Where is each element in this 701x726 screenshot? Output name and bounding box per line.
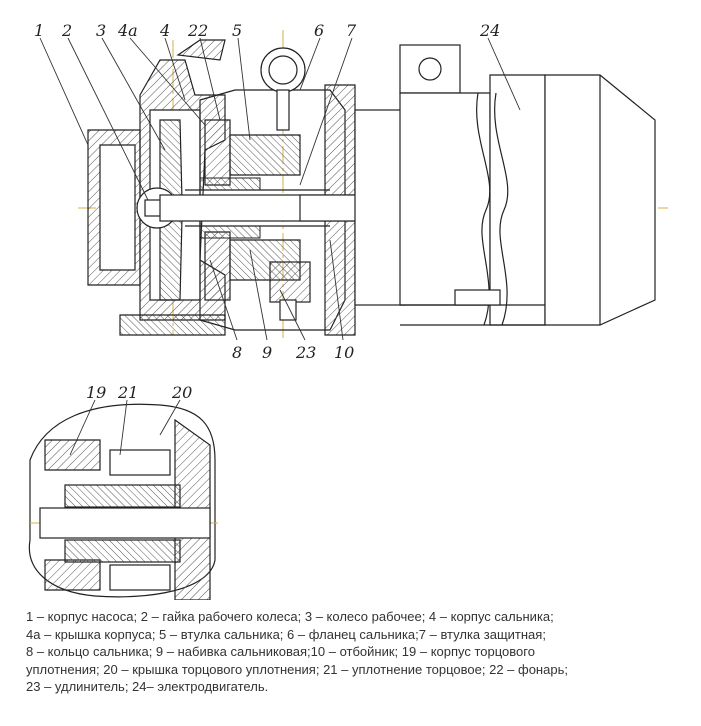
callout-2: 2 (61, 21, 72, 40)
callout-3: 3 (96, 21, 106, 40)
callout-4a: 4a (117, 21, 138, 40)
callout-9: 9 (262, 343, 272, 362)
mechanical-seal (64, 484, 181, 508)
pump-main-view (39, 30, 668, 341)
callout-19: 19 (86, 383, 106, 402)
seal-housing (199, 84, 356, 336)
callout-6: 6 (314, 21, 324, 40)
callout-7: 7 (346, 21, 357, 40)
caption-line: 1 – корпус насоса; 2 – гайка рабочего ко… (26, 609, 554, 624)
callout-24: 24 (479, 21, 500, 40)
callout-21: 21 (117, 383, 138, 402)
leader-lines (39, 37, 521, 341)
callout-20: 20 (171, 383, 192, 402)
legend-caption: 1 – корпус насоса; 2 – гайка рабочего ко… (26, 608, 694, 696)
callout-10: 10 (334, 343, 354, 362)
caption-line: 4а – крышка корпуса; 5 – втулка сальника… (26, 626, 546, 642)
caption-line: 8 – кольцо сальника; 9 – набивка сальник… (26, 644, 535, 659)
caption-line: 23 – удлинитель; 24– электродвигатель. (26, 679, 269, 694)
callout-23: 23 (295, 343, 316, 362)
callout-5: 5 (232, 21, 242, 40)
callout-1: 1 (34, 21, 44, 40)
callout-22: 22 (187, 21, 208, 40)
eye-bolt (260, 47, 306, 131)
callout-8: 8 (232, 343, 242, 362)
callout-4: 4 (159, 21, 170, 40)
callout-labels: 1 2 3 4a 4 22 5 6 7 24 8 9 23 10 19 21 2… (34, 21, 500, 402)
mechanical-seal-detail (28, 399, 218, 600)
caption-line: уплотнения; 20 – крышка торцового уплотн… (26, 661, 568, 677)
extension (269, 261, 311, 303)
packing-rings (199, 177, 261, 239)
pump-assembly-drawing: 1 2 3 4a 4 22 5 6 7 24 8 9 23 10 19 21 2… (28, 21, 668, 600)
electric-motor (399, 44, 656, 326)
